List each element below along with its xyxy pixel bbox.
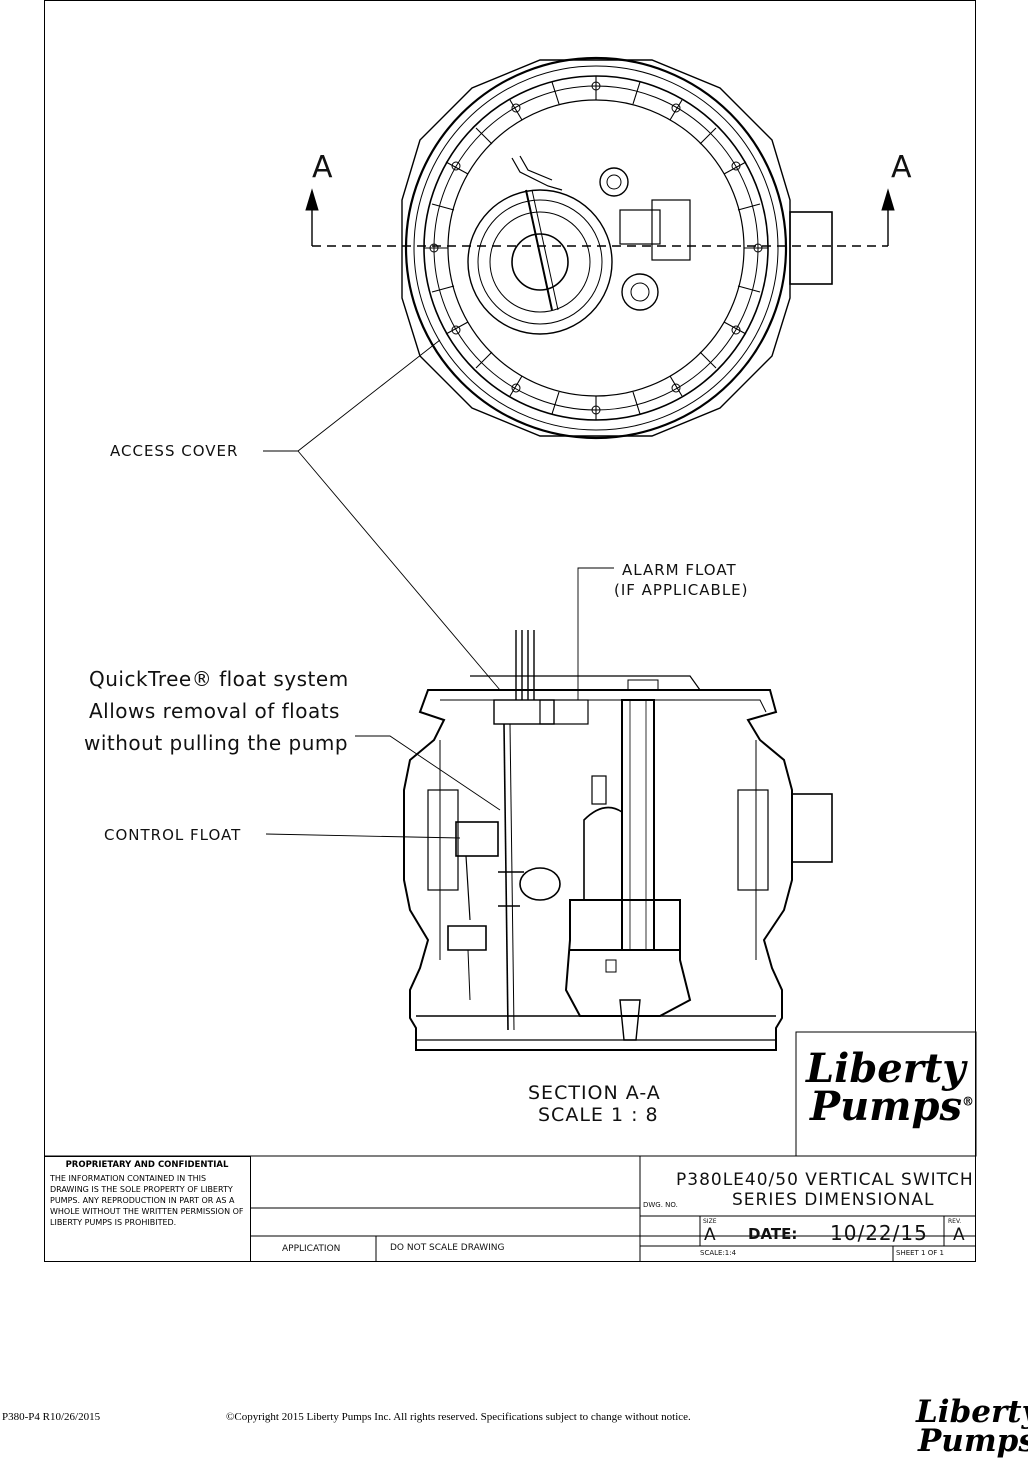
logo-line-1: Liberty (806, 1045, 966, 1092)
top-view (401, 56, 833, 440)
rev-value: A (953, 1225, 965, 1245)
application-label: APPLICATION (282, 1244, 341, 1254)
footer-logo-line-2: Pumps® (916, 1426, 1028, 1457)
proprietary-heading: PROPRIETARY AND CONFIDENTIAL (65, 1160, 229, 1170)
section-marker-left: A (312, 150, 334, 185)
alarm-float-note: (IF APPLICABLE) (614, 581, 749, 599)
footer-doc-id: P380-P4 R10/26/2015 (2, 1411, 101, 1423)
control-float-label: CONTROL FLOAT (104, 826, 242, 844)
date-value: 10/22/15 (830, 1221, 928, 1245)
logo-line-2: Pumps® (806, 1087, 974, 1127)
liberty-pumps-logo: Liberty Pumps® (806, 1045, 974, 1127)
section-line (305, 188, 895, 247)
quicktree-line-2: Allows removal of floats (89, 699, 340, 723)
proprietary-notice: PROPRIETARY AND CONFIDENTIAL THE INFORMA… (44, 1156, 251, 1262)
title-line-1: P380LE40/50 VERTICAL SWITCH (676, 1170, 974, 1190)
footer-copyright: ©Copyright 2015 Liberty Pumps Inc. All r… (226, 1411, 691, 1423)
alarm-float-label: ALARM FLOAT (622, 561, 737, 579)
size-label: SIZE (703, 1218, 717, 1225)
dwg-no-label: DWG. NO. (643, 1201, 678, 1209)
size-value: A (704, 1225, 716, 1245)
section-caption-scale: SCALE 1 : 8 (538, 1104, 659, 1126)
footer-logo: Liberty Pumps® (916, 1394, 1028, 1457)
logo-registered-mark: ® (961, 1094, 974, 1109)
drawing-frame (44, 0, 976, 1262)
title-line-2: SERIES DIMENSIONAL (732, 1190, 935, 1210)
footer-logo-line-2-text: Pumps (918, 1423, 1028, 1460)
quicktree-line-1: QuickTree® float system (89, 667, 349, 691)
date-label: DATE: (748, 1225, 798, 1243)
section-marker-right: A (891, 150, 913, 185)
bolt-holes (429, 81, 763, 415)
section-caption-title: SECTION A-A (528, 1082, 661, 1104)
footer-logo-line-1: Liberty (916, 1394, 1028, 1430)
leader-lines (263, 339, 614, 839)
scale-value: SCALE:1:4 (700, 1249, 737, 1257)
logo-line-2-text: Pumps (810, 1083, 962, 1130)
sheet-value: SHEET 1 OF 1 (896, 1249, 944, 1257)
do-not-scale-label: DO NOT SCALE DRAWING (390, 1243, 505, 1253)
access-cover-label: ACCESS COVER (110, 442, 239, 460)
proprietary-body: THE INFORMATION CONTAINED IN THIS DRAWIN… (50, 1174, 244, 1227)
rev-label: REV. (948, 1218, 962, 1225)
radial-ribs (424, 76, 768, 420)
quicktree-line-3: without pulling the pump (84, 731, 349, 755)
